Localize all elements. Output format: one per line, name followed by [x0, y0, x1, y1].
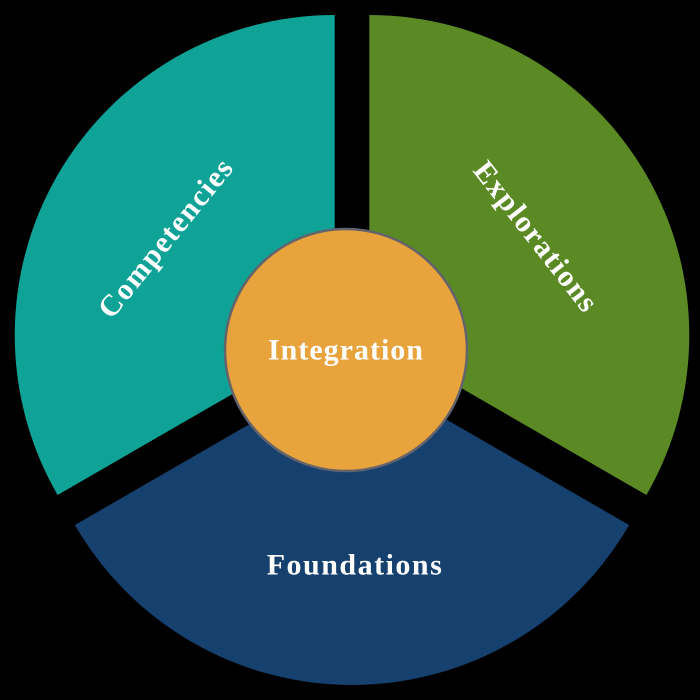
segment-foundations [74, 365, 630, 685]
segment-label-foundations: Foundations [267, 549, 444, 582]
center-hub-label: Integration [268, 334, 424, 367]
center-hub-circle [223, 227, 469, 473]
